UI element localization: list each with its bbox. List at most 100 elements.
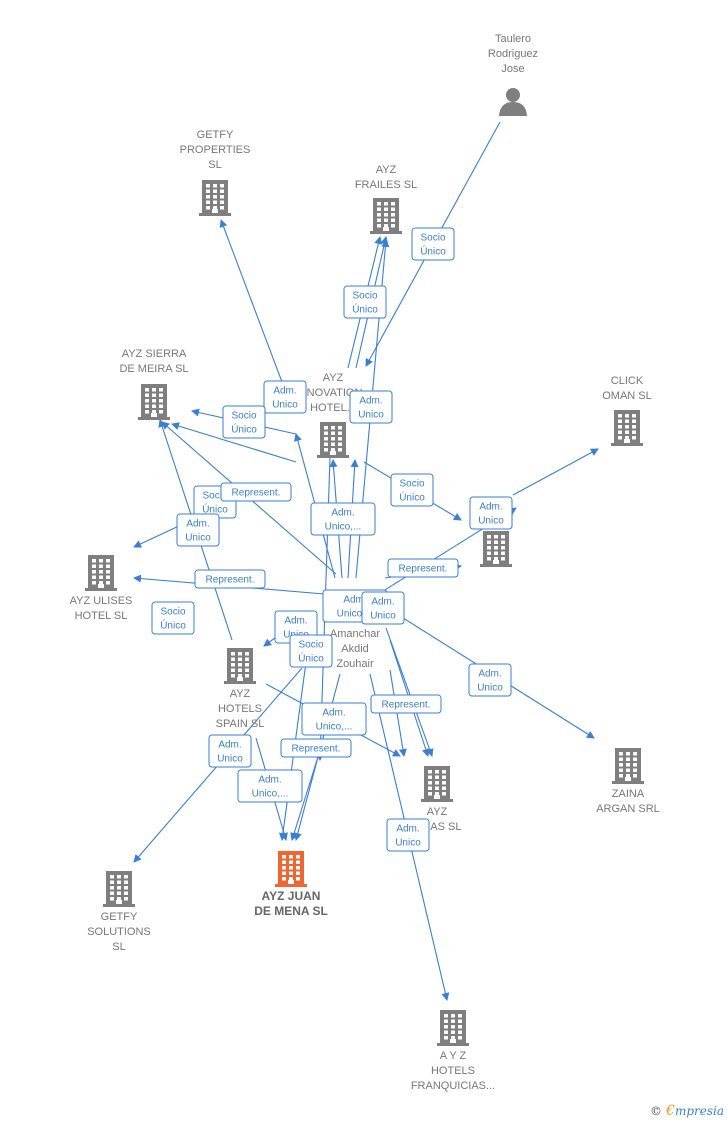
edge-label-text: Unico	[395, 838, 421, 849]
relation-edge	[385, 627, 434, 757]
edge-label[interactable]: Adm.Unico	[208, 734, 252, 768]
node-label-line: Taulero	[495, 33, 531, 45]
brand-logo-initial: €	[666, 1103, 675, 1119]
edge-label-text: Adm.	[284, 616, 307, 627]
node-label-line: HOTELS	[218, 703, 262, 715]
brand-footer[interactable]: ©€mpresia	[650, 1103, 724, 1119]
edge-label-text: Único	[231, 423, 257, 436]
edge-label-text: Adm.	[396, 824, 419, 835]
edge-label-text: Represent.	[206, 575, 255, 586]
edge-label[interactable]: Represent.	[370, 694, 442, 714]
building-icon	[480, 531, 512, 567]
edge-label[interactable]: Adm.Unico	[263, 380, 307, 414]
edge-label-text: Adm.	[479, 502, 502, 513]
edge-label[interactable]: Adm. Unico	[469, 496, 513, 530]
node-label-line: FRANQUICIAS...	[411, 1080, 495, 1092]
node-label-line: GETFY	[101, 911, 138, 923]
node-label-line: OMAN SL	[602, 390, 652, 402]
edge-label-text: Unico	[370, 611, 396, 622]
edge-label-text: Adm.	[371, 597, 394, 608]
edge-label-text: Socio	[160, 607, 185, 618]
edge-label[interactable]: Adm.Unico	[349, 390, 393, 424]
node-ayz-franquicias[interactable]: A Y ZHOTELSFRANQUICIAS...	[411, 1010, 495, 1092]
edge-label[interactable]: Adm.Unico,...	[310, 502, 376, 536]
edge-label-text: Adm.	[273, 386, 296, 397]
node-label-line: GETFY	[197, 129, 234, 141]
copyright-symbol: ©	[650, 1104, 663, 1118]
edge-label-text: Único	[202, 503, 228, 516]
node-label-line: PROPERTIES	[180, 144, 251, 156]
edge-label-text: Adm.	[322, 708, 345, 719]
node-ayz-frailes[interactable]: AYZ FRAILES SL	[355, 164, 417, 234]
node-label-line: Rodriguez	[488, 48, 538, 60]
edge-label-text: Unico,...	[316, 722, 353, 733]
edge-label[interactable]: Represent.	[194, 569, 266, 589]
building-icon	[103, 871, 135, 907]
edge-label[interactable]: Represent.	[220, 482, 292, 502]
edge-label-text: Único	[420, 245, 446, 258]
building-icon	[437, 1010, 469, 1046]
node-label-line: INOVATION	[304, 387, 363, 399]
node-label-line: ARGAN SRL	[596, 803, 660, 815]
edge-label[interactable]: Adm. Unico	[386, 818, 430, 852]
edge-label[interactable]: Adm.Unico	[176, 513, 220, 547]
node-label-line: Jose	[501, 63, 524, 75]
building-icon	[370, 198, 402, 234]
building-icon	[611, 410, 643, 446]
building-icon	[612, 748, 644, 784]
node-label-line: AYZ	[427, 806, 448, 818]
node-label-line: DE MENA SL	[254, 904, 328, 918]
edge-label-text: Represent.	[292, 744, 341, 755]
edge-label-text: Unico	[478, 516, 504, 527]
edge-label-text: Unico,...	[325, 522, 362, 533]
edge-label-text: Represent.	[382, 700, 431, 711]
edge-label-text: Socio	[352, 291, 377, 302]
node-label-line: AYZ SIERRA	[122, 348, 187, 360]
brand-name: mpresia	[674, 1104, 724, 1118]
node-label-line: HOTEL...	[310, 402, 356, 414]
node-ayz-inovation[interactable]: AYZINOVATIONHOTEL...	[304, 372, 363, 458]
edge-label[interactable]: Represent.	[280, 738, 352, 758]
edge-label[interactable]: Adm.Unico	[468, 663, 512, 697]
edge-label-text: Socio	[420, 233, 445, 244]
node-label-line: A Y Z	[440, 1050, 467, 1062]
edge-label-text: Único	[352, 303, 378, 316]
edges-layer	[133, 121, 599, 1001]
edge-label[interactable]: Adm. Unico,...	[301, 702, 367, 736]
edge-label-text: Socio	[298, 640, 323, 651]
person-icon	[499, 88, 527, 116]
building-icon	[85, 555, 117, 591]
node-label-line: Zouhair	[336, 658, 374, 670]
edge-label[interactable]: Adm.Unico,...	[237, 769, 303, 803]
edge-label-text: Unico	[358, 410, 384, 421]
edge-label-text: Único	[298, 652, 324, 665]
node-label-line: Akdid	[341, 643, 369, 655]
node-label-line: AYZ JUAN	[262, 889, 321, 903]
building-icon	[224, 648, 256, 684]
node-label-line: FRAILES SL	[355, 179, 417, 191]
edge-label-text: Represent.	[399, 564, 448, 575]
building-icon	[317, 422, 349, 458]
edge-label[interactable]: Represent.	[387, 558, 459, 578]
node-label-line: AYZ	[376, 164, 397, 176]
edge-label[interactable]: Adm. Unico	[361, 591, 405, 625]
